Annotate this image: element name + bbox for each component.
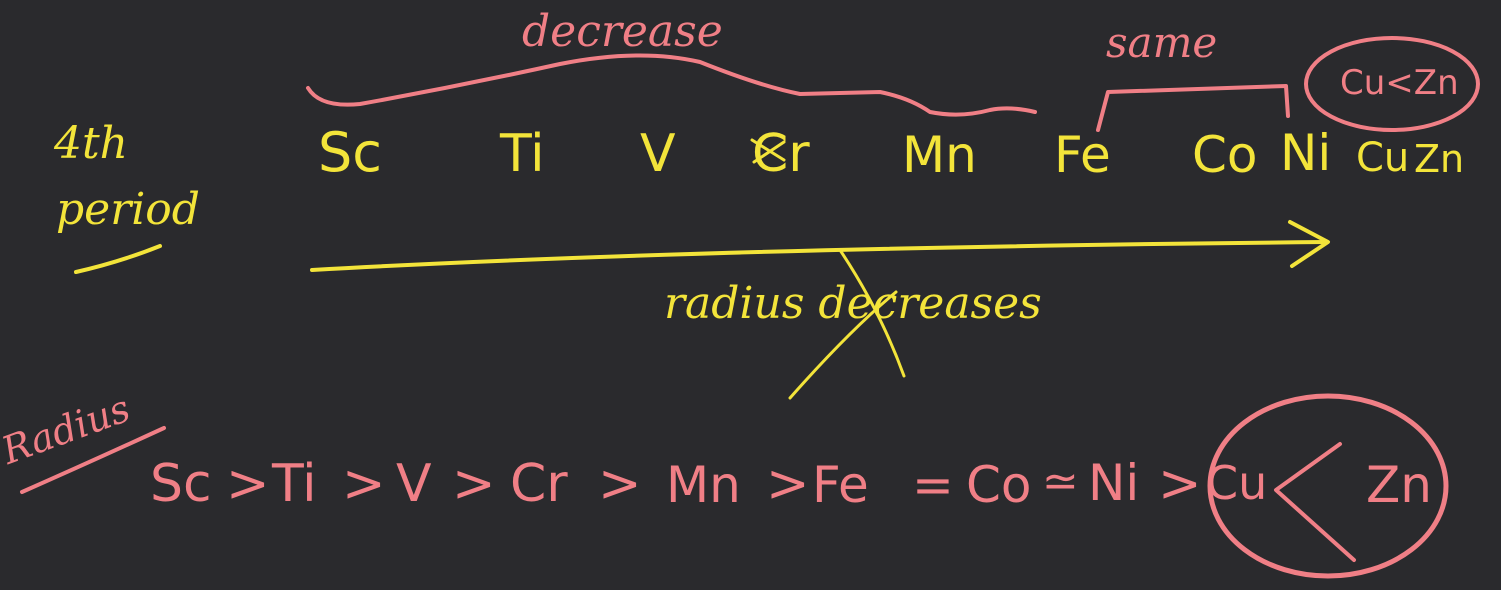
radius-decreases-label: radius decreases xyxy=(664,278,1042,329)
order-op-4: > xyxy=(598,454,642,514)
period-underline xyxy=(74,244,162,274)
element-ti: Ti xyxy=(500,124,545,184)
order-cu: Cu xyxy=(1206,456,1268,510)
order-op-6: = xyxy=(912,456,954,514)
period-label-line2: period xyxy=(56,184,200,235)
period-label-line1: 4th xyxy=(54,118,129,169)
element-v: V xyxy=(640,124,676,184)
order-cr: Cr xyxy=(510,454,568,514)
order-op-8: > xyxy=(1158,454,1202,514)
order-op-1: > xyxy=(226,454,270,514)
order-v: V xyxy=(396,454,432,514)
element-cu: Cu xyxy=(1356,135,1410,181)
order-op-5: > xyxy=(766,454,810,514)
element-zn: Zn xyxy=(1414,137,1465,181)
crossout-stroke-2 xyxy=(788,290,898,400)
cu-zn-circle xyxy=(1207,393,1449,579)
order-ti: Ti xyxy=(272,454,317,514)
order-sc: Sc xyxy=(150,454,212,514)
trend-arrow-line xyxy=(310,240,1328,272)
order-co: Co xyxy=(966,456,1032,514)
order-ni: Ni xyxy=(1088,454,1140,512)
order-fe: Fe xyxy=(812,456,869,514)
element-co: Co xyxy=(1192,126,1258,184)
radius-label-underline xyxy=(20,426,166,494)
order-op-7: ≃ xyxy=(1042,456,1079,507)
element-mn: Mn xyxy=(902,126,977,184)
cr-scribble xyxy=(750,138,786,164)
element-sc: Sc xyxy=(318,121,382,184)
order-op-3: > xyxy=(452,454,496,514)
element-fe: Fe xyxy=(1054,126,1111,184)
order-op-2: > xyxy=(342,454,386,514)
order-zn: Zn xyxy=(1366,456,1432,514)
order-mn: Mn xyxy=(666,456,741,514)
decrease-bracket xyxy=(306,53,1037,117)
crossout-stroke-1 xyxy=(838,248,906,378)
element-ni: Ni xyxy=(1280,124,1332,182)
cu-zn-note: Cu<Zn xyxy=(1340,63,1459,103)
trend-arrowhead xyxy=(1288,220,1330,268)
same-label: same xyxy=(1106,18,1218,67)
element-cr: Cr xyxy=(752,124,810,184)
decrease-label: decrease xyxy=(522,6,723,57)
order-op-9: < xyxy=(1274,452,1324,512)
cu-zn-less-than-stroke xyxy=(1274,442,1356,562)
same-bracket xyxy=(1096,84,1290,132)
cu-zn-note-circle xyxy=(1304,36,1480,132)
